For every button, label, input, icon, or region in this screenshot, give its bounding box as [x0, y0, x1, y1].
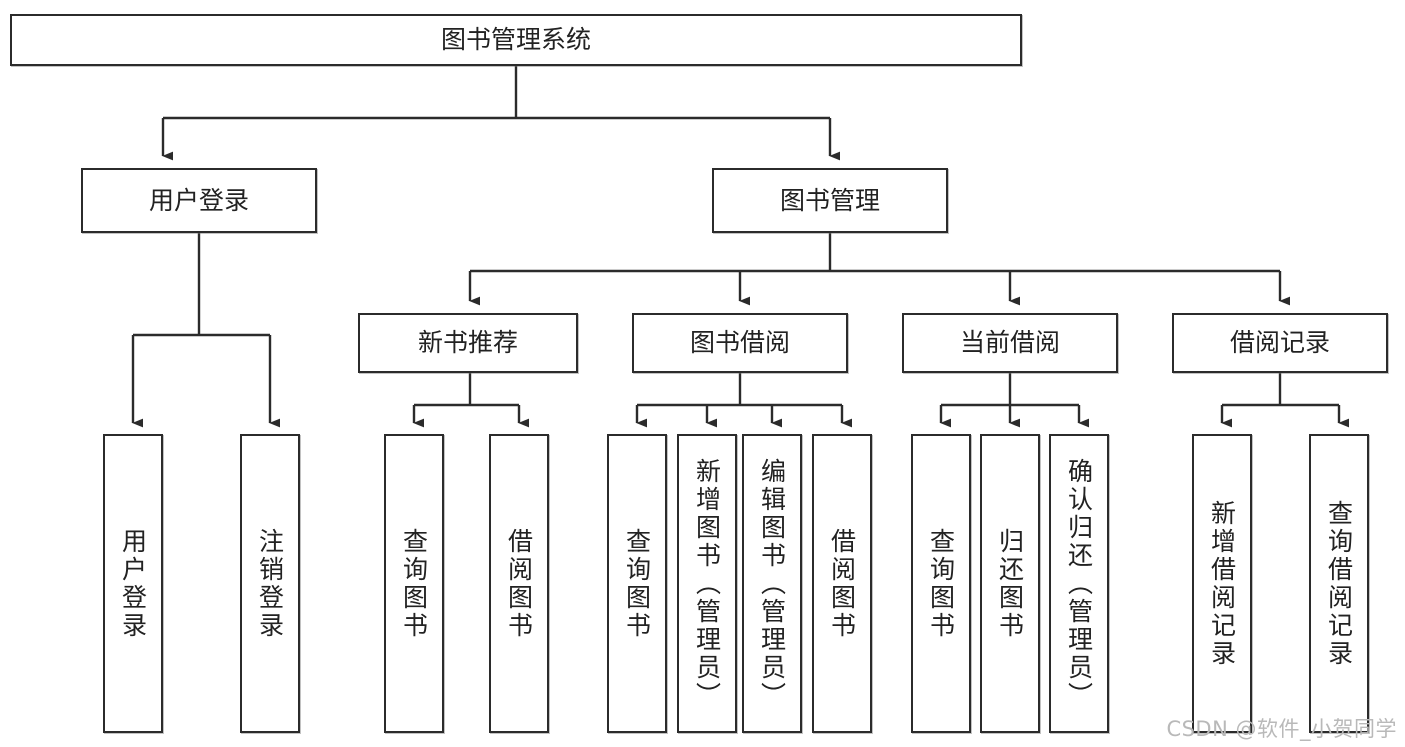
- node-leaf-user-login-label: 用户登录: [118, 527, 148, 640]
- edge-group-book-borrow: [635, 373, 853, 428]
- node-leaf-query-book-1[interactable]: 查询图书: [384, 434, 444, 733]
- node-leaf-return-book-label: 归还图书: [995, 527, 1025, 640]
- node-leaf-confirm-return[interactable]: 确认归还（管理员）: [1049, 434, 1109, 733]
- node-leaf-borrow-book-1-label: 借阅图书: [504, 527, 534, 640]
- node-leaf-query-record[interactable]: 查询借阅记录: [1309, 434, 1369, 733]
- node-leaf-edit-book[interactable]: 编辑图书（管理员）: [742, 434, 802, 733]
- edge-group-user-login: [131, 233, 281, 428]
- node-leaf-user-login[interactable]: 用户登录: [103, 434, 163, 733]
- node-leaf-query-book-2[interactable]: 查询图书: [607, 434, 667, 733]
- node-user-login-label: 用户登录: [148, 185, 249, 215]
- node-new-book-recommend-label: 新书推荐: [417, 328, 518, 358]
- node-root[interactable]: 图书管理系统: [10, 14, 1022, 66]
- node-leaf-query-book-3-label: 查询图书: [926, 527, 956, 640]
- node-leaf-borrow-book-1[interactable]: 借阅图书: [489, 434, 549, 733]
- edge-group-current-borrow: [939, 373, 1090, 428]
- node-current-borrow-label: 当前借阅: [959, 328, 1060, 358]
- node-leaf-borrow-book-2[interactable]: 借阅图书: [812, 434, 872, 733]
- node-leaf-query-record-label: 查询借阅记录: [1324, 499, 1354, 668]
- node-root-label: 图书管理系统: [440, 25, 591, 55]
- node-book-borrow[interactable]: 图书借阅: [632, 313, 848, 373]
- node-leaf-add-record-label: 新增借阅记录: [1207, 499, 1237, 668]
- node-borrow-record-label: 借阅记录: [1229, 328, 1330, 358]
- node-leaf-user-logout-label: 注销登录: [255, 527, 285, 640]
- node-book-management[interactable]: 图书管理: [712, 168, 948, 233]
- csdn-watermark: CSDN @软件_小贺同学: [1166, 717, 1397, 741]
- node-leaf-confirm-return-label: 确认归还（管理员）: [1064, 457, 1094, 710]
- node-book-management-label: 图书管理: [779, 185, 880, 215]
- node-current-borrow[interactable]: 当前借阅: [902, 313, 1118, 373]
- edge-group-new-book-recommend: [412, 373, 530, 428]
- node-borrow-record[interactable]: 借阅记录: [1172, 313, 1388, 373]
- edge-group-book-management: [468, 233, 1291, 306]
- node-leaf-query-book-2-label: 查询图书: [622, 527, 652, 640]
- node-leaf-return-book[interactable]: 归还图书: [980, 434, 1040, 733]
- node-leaf-add-book-label: 新增图书（管理员）: [692, 457, 722, 710]
- node-leaf-user-logout[interactable]: 注销登录: [240, 434, 300, 733]
- node-leaf-borrow-book-2-label: 借阅图书: [827, 527, 857, 640]
- node-book-borrow-label: 图书借阅: [689, 328, 790, 358]
- node-leaf-query-book-3[interactable]: 查询图书: [911, 434, 971, 733]
- node-user-login[interactable]: 用户登录: [81, 168, 317, 233]
- node-leaf-add-record[interactable]: 新增借阅记录: [1192, 434, 1252, 733]
- node-leaf-add-book[interactable]: 新增图书（管理员）: [677, 434, 737, 733]
- edge-group-borrow-record: [1220, 373, 1350, 428]
- edge-group-root: [161, 66, 841, 161]
- node-leaf-edit-book-label: 编辑图书（管理员）: [757, 457, 787, 710]
- node-leaf-query-book-1-label: 查询图书: [399, 527, 429, 640]
- node-new-book-recommend[interactable]: 新书推荐: [358, 313, 578, 373]
